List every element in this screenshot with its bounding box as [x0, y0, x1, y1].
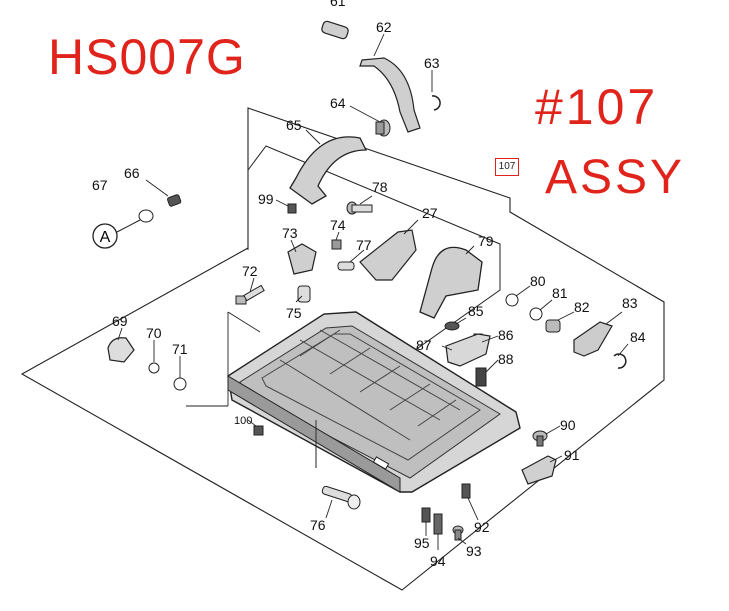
callout-79: 79	[478, 233, 494, 249]
callout-100: 100	[234, 415, 252, 427]
leader-lines	[117, 33, 629, 550]
part-62-arm	[359, 57, 421, 133]
callout-66: 66	[124, 165, 140, 181]
assembly-number: #107	[535, 79, 659, 135]
callout-61: 61	[330, 0, 346, 9]
part-92-screw	[461, 483, 471, 499]
callout-85: 85	[468, 303, 484, 319]
part-80-washer	[505, 293, 519, 307]
part-100-screw	[253, 425, 264, 436]
part-95-screw	[421, 507, 431, 523]
callout-71: 71	[172, 341, 188, 357]
callout-62: 62	[376, 19, 392, 35]
assembly-word: ASSY	[545, 151, 686, 204]
part-75-pin	[297, 285, 311, 303]
callout-77: 77	[356, 237, 372, 253]
part-66-spring	[167, 194, 182, 207]
part-67-washer	[138, 209, 154, 223]
callout-78: 78	[372, 179, 388, 195]
callout-80: 80	[530, 273, 546, 289]
assembly-boundary	[20, 107, 665, 591]
callout-95: 95	[414, 535, 430, 551]
part-61-block	[321, 20, 349, 40]
base-plate	[227, 311, 521, 493]
callout-88: 88	[498, 351, 514, 367]
callout-90: 90	[560, 417, 576, 433]
callout-70: 70	[146, 325, 162, 341]
part-76-bolt	[321, 485, 361, 510]
callout-93: 93	[466, 543, 482, 559]
callout-75: 75	[286, 305, 302, 321]
callout-63: 63	[424, 55, 440, 71]
callout-91: 91	[564, 447, 580, 463]
part-27-bracket	[359, 229, 417, 281]
part-70-washer	[148, 362, 160, 374]
part-79-bracket	[419, 246, 483, 319]
callout-72: 72	[242, 263, 258, 279]
svg-text:A: A	[100, 229, 111, 246]
callout-65: 65	[286, 117, 302, 133]
model-title: HS007G	[48, 29, 246, 85]
assembly-badge: 107	[495, 158, 519, 176]
reference-a-marker: A	[92, 223, 118, 249]
part-71-washer	[173, 377, 187, 391]
callout-87: 87	[416, 337, 432, 353]
part-91-plate	[521, 455, 557, 485]
callout-76: 76	[310, 517, 326, 533]
part-90-screw	[532, 430, 548, 447]
callout-92: 92	[474, 519, 490, 535]
part-84-clip	[613, 353, 627, 369]
callout-83: 83	[622, 295, 638, 311]
part-85-nut	[444, 321, 460, 331]
callout-64: 64	[330, 95, 346, 111]
part-93-bolt	[452, 525, 464, 541]
part-77-pin	[337, 261, 355, 271]
part-78-bolt	[346, 201, 373, 215]
part-64-bolt	[375, 119, 391, 137]
part-88-spring	[475, 367, 487, 387]
callout-69: 69	[112, 313, 128, 329]
callout-84: 84	[630, 329, 646, 345]
callout-74: 74	[330, 217, 346, 233]
callout-86: 86	[498, 327, 514, 343]
part-73-hinge	[287, 243, 317, 275]
part-87-clamp	[445, 333, 491, 367]
callout-82: 82	[574, 299, 590, 315]
part-63-clip	[431, 95, 441, 111]
callout-67: 67	[92, 177, 108, 193]
part-65-arc-guide	[289, 136, 368, 205]
callout-81: 81	[552, 285, 568, 301]
callout-27: 27	[422, 205, 438, 221]
part-74-nut	[331, 239, 342, 250]
callout-73: 73	[282, 225, 298, 241]
part-83-lever	[573, 321, 613, 357]
callout-labels: 61 62 63 64 65 66 67 99 78 27 73 74 77 7…	[92, 0, 646, 569]
part-72-bolt	[235, 284, 265, 305]
callout-94: 94	[430, 553, 446, 569]
callout-99: 99	[258, 191, 274, 207]
part-81-washer	[529, 307, 543, 321]
part-69-knob	[107, 337, 135, 363]
part-82-spacer	[545, 319, 561, 333]
part-99-screw	[287, 203, 297, 214]
part-94-screw	[433, 513, 443, 535]
